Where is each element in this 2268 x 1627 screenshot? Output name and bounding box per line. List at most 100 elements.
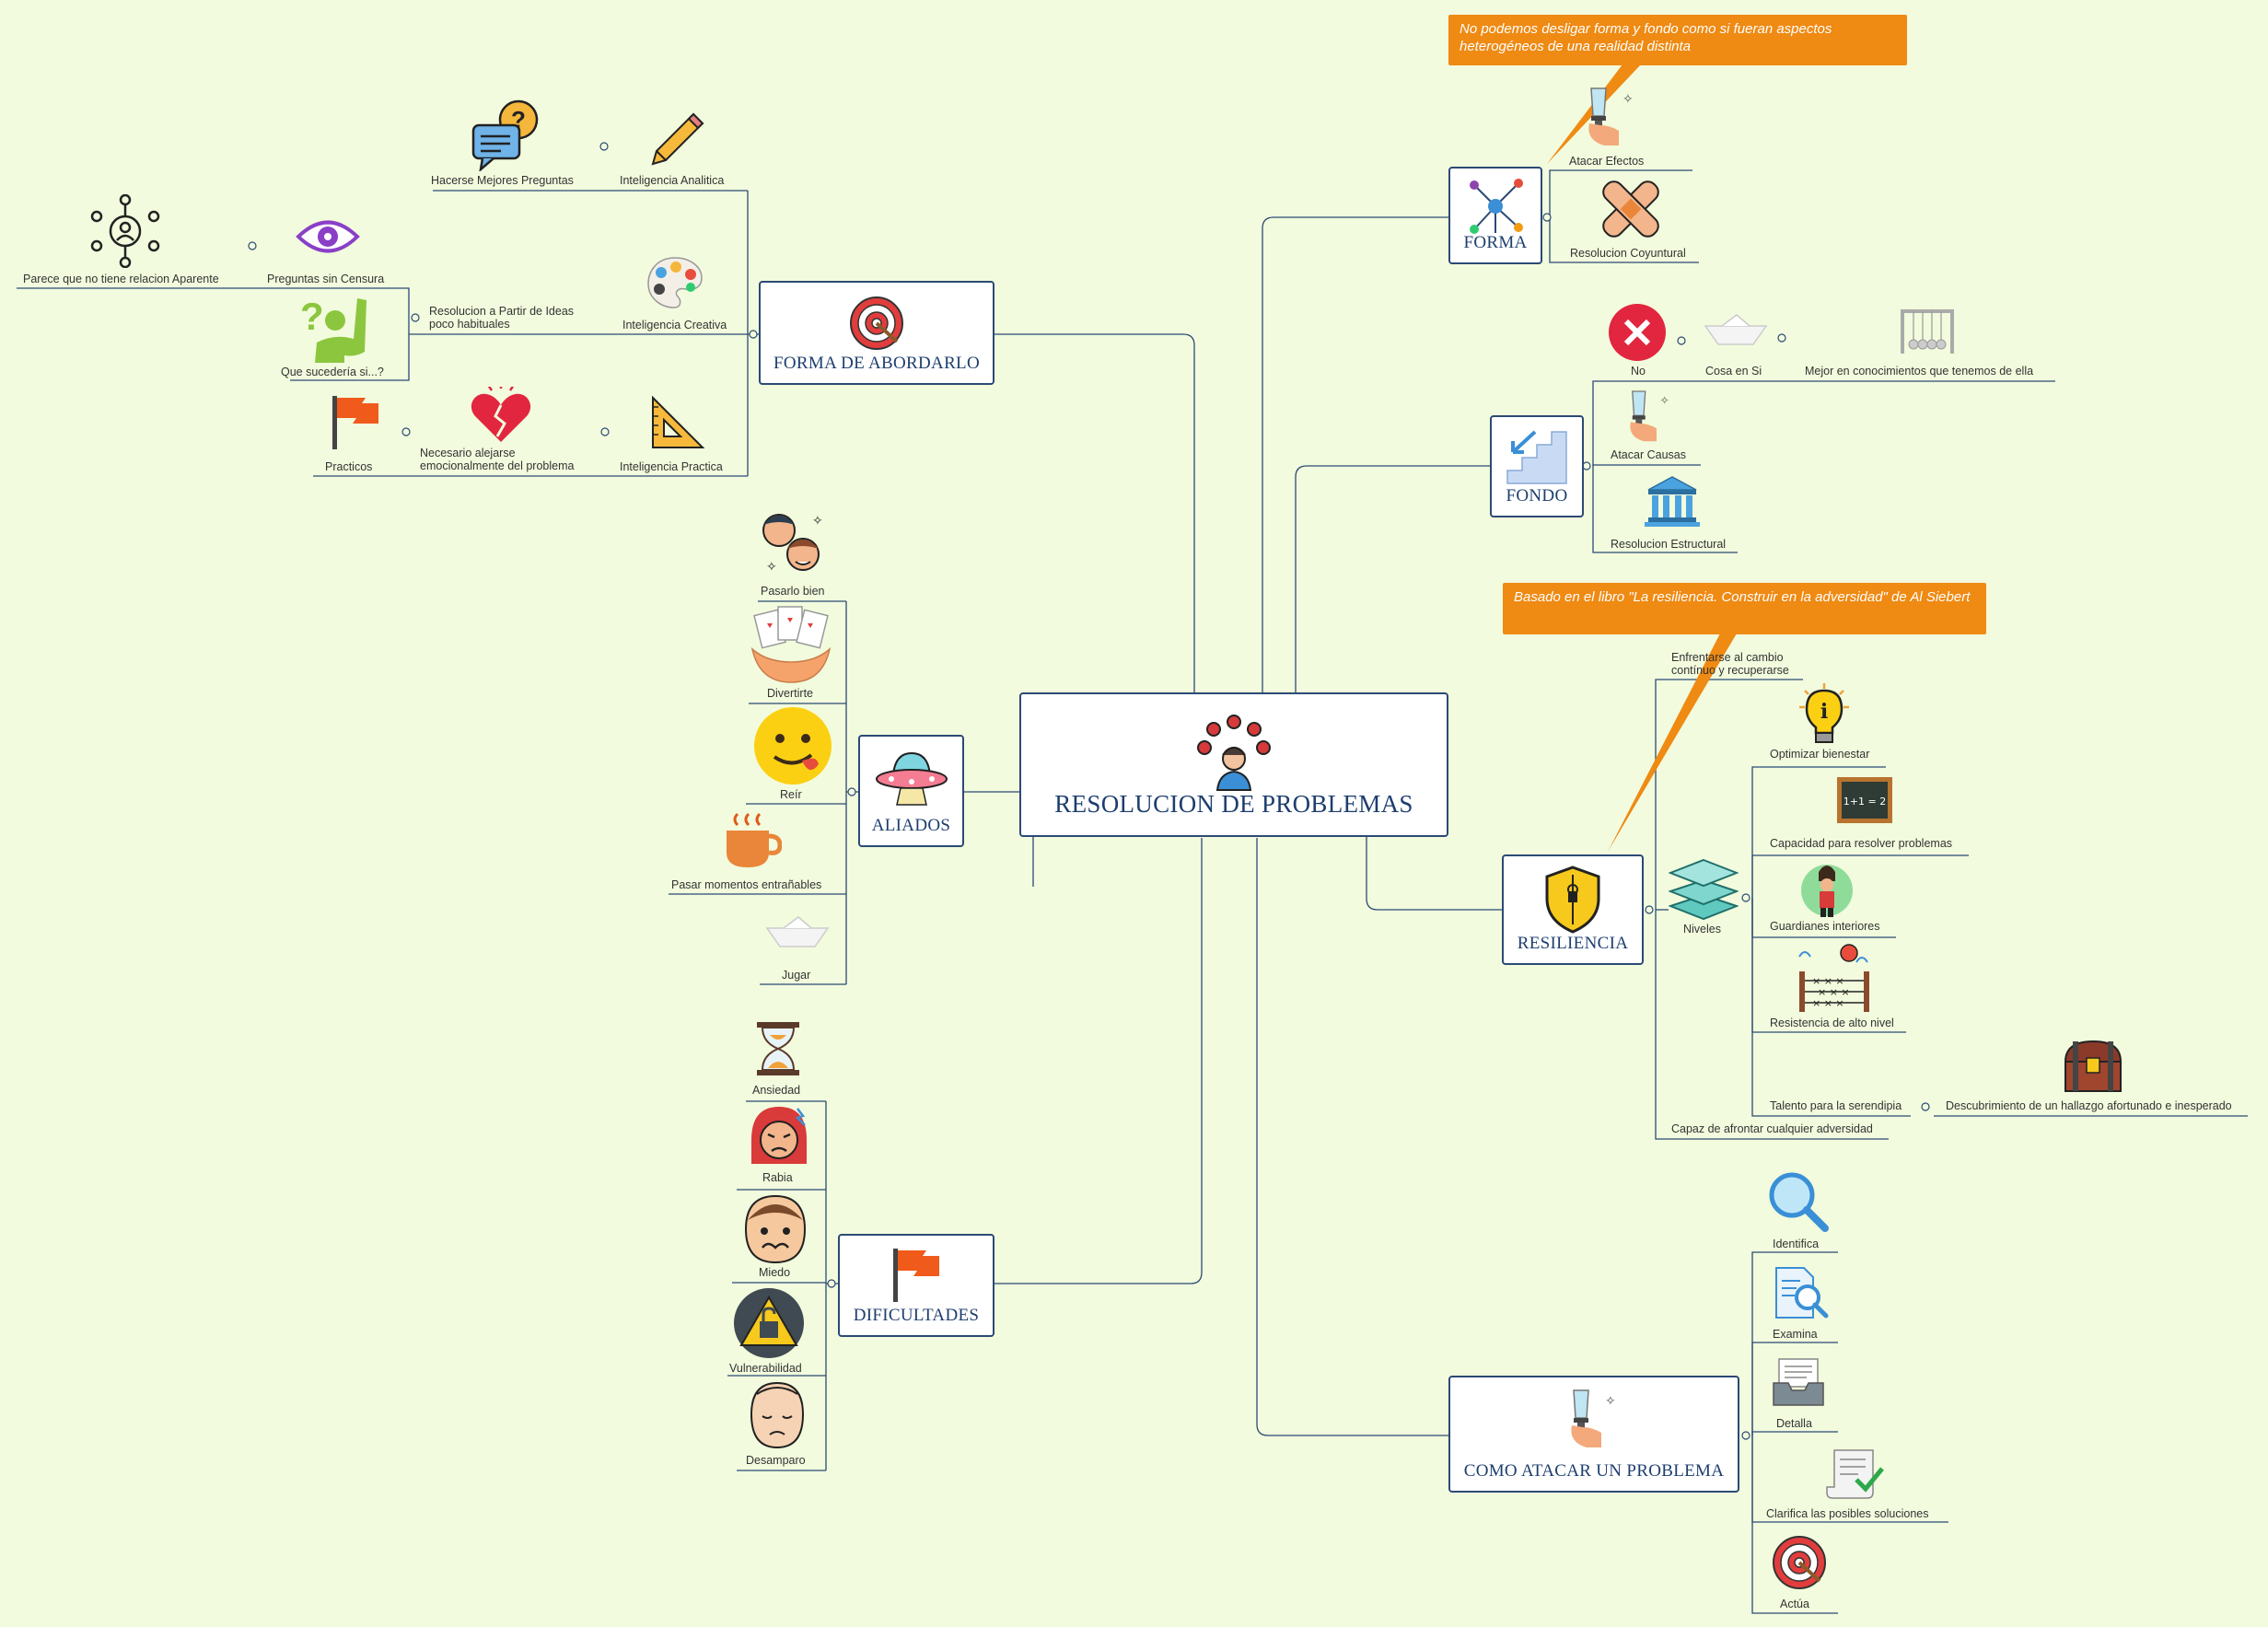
abacus-bounce-icon: × × ×× × ×× × × bbox=[1798, 944, 1869, 1012]
label-resiliencia-capaz: Capaz de afrontar cualquier adversidad bbox=[1671, 1122, 1873, 1135]
label-que-sucederia-si: Que sucedería si...? bbox=[281, 366, 384, 378]
padlock-warning-icon bbox=[734, 1288, 804, 1358]
document-search-icon bbox=[1775, 1267, 1829, 1319]
svg-text:✧: ✧ bbox=[1622, 92, 1634, 107]
topic-dificultades[interactable]: DIFICULTADES bbox=[838, 1234, 994, 1337]
two-friends-icon: ✧ ✧ bbox=[762, 514, 823, 575]
label-fondo-mejor: Mejor en conocimientos que tenemos de el… bbox=[1805, 365, 2034, 378]
svg-text:✧: ✧ bbox=[812, 514, 823, 529]
topic-title: ALIADOS bbox=[871, 816, 951, 835]
label-aliados-4: Jugar bbox=[782, 969, 811, 982]
paper-boat-icon bbox=[1704, 314, 1768, 345]
scared-face-icon bbox=[744, 1194, 807, 1264]
bank-building-icon bbox=[1645, 476, 1700, 527]
label-aliados-2: Reír bbox=[780, 788, 802, 801]
topic-forma[interactable]: FORMA bbox=[1448, 167, 1542, 264]
checklist-scroll-icon bbox=[1826, 1449, 1884, 1499]
flag-icon bbox=[893, 1249, 939, 1302]
set-square-icon bbox=[652, 395, 705, 448]
topic-title: FORMA bbox=[1463, 233, 1528, 252]
flag-icon bbox=[332, 396, 378, 449]
label-preguntas-sin-censura: Preguntas sin Censura bbox=[267, 273, 385, 285]
label-aliados-0: Pasarlo bien bbox=[761, 585, 825, 598]
label-practicos: Practicos bbox=[325, 460, 373, 473]
question-person-icon: ? bbox=[300, 295, 366, 363]
label-resiliencia-enfrentarse: Enfrentarse al cambio contínuo y recuper… bbox=[1671, 651, 1789, 677]
label-inteligencia-creativa: Inteligencia Creativa bbox=[622, 319, 727, 331]
resiliencia-callout: Basado en el libro "La resiliencia. Cons… bbox=[1503, 583, 1986, 634]
ufo-icon bbox=[875, 751, 948, 806]
label-dificultades-3: Vulnerabilidad bbox=[729, 1362, 802, 1375]
label-atacar-1: Examina bbox=[1773, 1328, 1818, 1341]
label-forma-1: Resolucion Coyuntural bbox=[1570, 247, 1686, 260]
pencil-icon bbox=[651, 112, 704, 166]
stairs-down-icon bbox=[1506, 430, 1567, 484]
topic-title: COMO ATACAR UN PROBLEMA bbox=[1463, 1461, 1725, 1481]
treasure-chest-icon bbox=[2064, 1040, 2123, 1092]
broken-heart-icon bbox=[471, 387, 531, 442]
palette-icon bbox=[647, 257, 703, 308]
newton-cradle-icon bbox=[1901, 309, 1954, 354]
network-nodes-icon bbox=[1470, 179, 1523, 234]
label-parece-relacion-aparente: Parece que no tiene relacion Aparente bbox=[23, 273, 219, 285]
chat-question-icon: ? bbox=[471, 99, 539, 171]
sword-hand-icon: ✧ bbox=[1571, 1389, 1616, 1447]
label-dificultades-4: Desamparo bbox=[746, 1454, 806, 1467]
topic-forma-de-abordarlo[interactable]: FORMA DE ABORDARLO bbox=[759, 281, 994, 385]
topic-title: FONDO bbox=[1506, 486, 1568, 506]
label-hacerse-mejores-preguntas: Hacerse Mejores Preguntas bbox=[431, 174, 574, 187]
label-aliados-3: Pasar momentos entrañables bbox=[671, 878, 822, 891]
central-title: RESOLUCION DE PROBLEMAS bbox=[1054, 790, 1413, 818]
svg-text:1+1 = 2: 1+1 = 2 bbox=[1843, 796, 1886, 808]
sword-hand-icon: ✧ bbox=[1630, 390, 1669, 442]
label-inteligencia-analitica: Inteligencia Analitica bbox=[620, 174, 725, 187]
svg-text:✧: ✧ bbox=[1660, 394, 1669, 407]
network-person-icon bbox=[90, 194, 160, 268]
bandage-cross-icon bbox=[1602, 180, 1659, 238]
eye-icon bbox=[296, 220, 360, 253]
hourglass-icon bbox=[757, 1022, 799, 1075]
svg-text:× × ×: × × × bbox=[1818, 986, 1850, 998]
target-icon bbox=[850, 296, 903, 350]
svg-text:i: i bbox=[1820, 700, 1828, 724]
layers-icon bbox=[1669, 858, 1739, 921]
label-resiliencia-talento: Talento para la serendipia bbox=[1770, 1099, 1902, 1112]
label-fondo-cosa: Cosa en Si bbox=[1705, 365, 1762, 378]
problem-person-icon bbox=[1197, 715, 1271, 791]
shield-icon bbox=[1545, 866, 1600, 934]
magnifier-icon bbox=[1769, 1172, 1829, 1232]
central-topic[interactable]: RESOLUCION DE PROBLEMAS bbox=[1019, 692, 1448, 837]
label-resolucion-ideas-poco-habituales: Resolucion a Partir de Ideas poco habitu… bbox=[429, 305, 575, 331]
target-icon bbox=[1773, 1536, 1826, 1589]
label-atacar-3: Clarifica las posibles soluciones bbox=[1766, 1507, 1929, 1520]
hot-cup-icon bbox=[727, 812, 782, 867]
label-resiliencia-capacidad: Capacidad para resolver problemas bbox=[1770, 837, 1953, 850]
label-inteligencia-practica: Inteligencia Practica bbox=[620, 460, 723, 473]
label-dificultades-1: Rabia bbox=[762, 1171, 793, 1184]
sad-face-icon bbox=[750, 1381, 805, 1449]
svg-text:?: ? bbox=[300, 295, 324, 338]
no-cross-icon bbox=[1609, 304, 1666, 361]
topic-aliados[interactable]: ALIADOS bbox=[858, 735, 964, 847]
label-resiliencia-optimizar: Optimizar bienestar bbox=[1770, 748, 1870, 761]
label-resiliencia-descubrimiento: Descubrimiento de un hallazgo afortunado… bbox=[1946, 1099, 2232, 1112]
topic-resiliencia[interactable]: RESILIENCIA bbox=[1502, 854, 1644, 965]
cards-hands-icon bbox=[750, 606, 832, 683]
svg-text:× × ×: × × × bbox=[1812, 997, 1844, 1009]
label-forma-0: Atacar Efectos bbox=[1569, 155, 1645, 168]
sword-hand-icon: ✧ bbox=[1588, 87, 1634, 145]
topic-como-atacar[interactable]: ✧ COMO ATACAR UN PROBLEMA bbox=[1448, 1376, 1739, 1493]
svg-text:✧: ✧ bbox=[1605, 1394, 1616, 1409]
label-dificultades-2: Miedo bbox=[759, 1266, 791, 1279]
label-fondo-causas: Atacar Causas bbox=[1611, 448, 1686, 461]
topic-title: FORMA DE ABORDARLO bbox=[773, 354, 980, 373]
topic-fondo[interactable]: FONDO bbox=[1490, 415, 1584, 517]
label-atacar-0: Identifica bbox=[1773, 1238, 1820, 1250]
royal-guard-icon bbox=[1801, 865, 1853, 917]
label-atacar-4: Actúa bbox=[1780, 1598, 1809, 1610]
chalkboard-icon: 1+1 = 2 bbox=[1837, 777, 1892, 823]
paper-boat-icon bbox=[765, 916, 830, 947]
label-fondo-estructural: Resolucion Estructural bbox=[1611, 538, 1727, 551]
svg-text:× × ×: × × × bbox=[1812, 975, 1844, 987]
